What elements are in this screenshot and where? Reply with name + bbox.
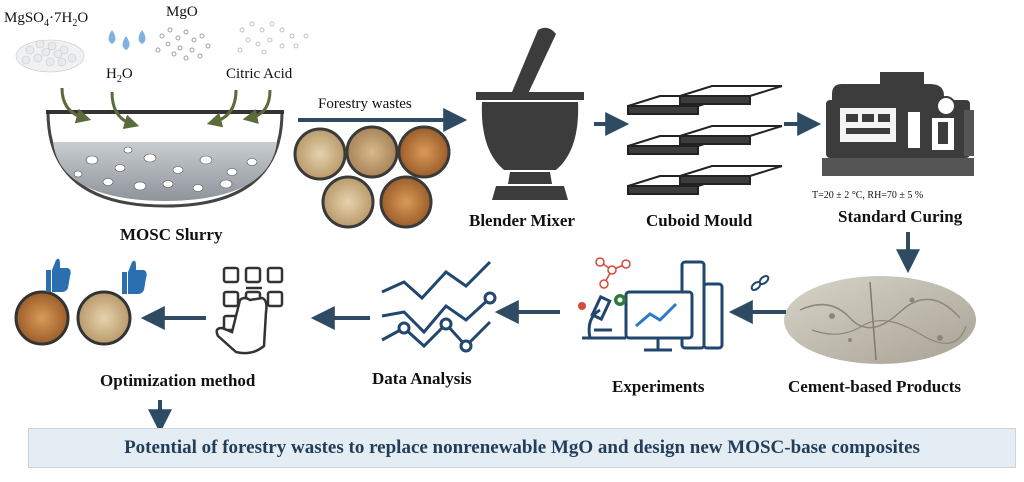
gear-icon [614, 294, 626, 306]
data-points [397, 291, 497, 353]
mgso4-label: MgSO4·7H2O [4, 10, 88, 29]
citric-acid-label: Citric Acid [226, 66, 293, 82]
citric-acid-powder-icon [237, 21, 309, 55]
molecule-icon [595, 257, 631, 289]
monitor-trend-icon [635, 302, 678, 328]
thumbs-up-icon [122, 260, 147, 294]
optimized-samples-icon [14, 290, 132, 346]
forestry-wastes-samples-icon [293, 125, 451, 229]
curing-conditions: T=20 ± 2 °C, RH=70 ± 5 % [812, 190, 923, 201]
data-analysis-icon [381, 260, 492, 349]
forestry-wastes-label: Forestry wastes [318, 96, 412, 112]
blender-label: Blender Mixer [469, 211, 575, 230]
curing-chamber-icon [822, 72, 974, 176]
blender-mixer-icon [476, 27, 584, 200]
mould-label: Cuboid Mould [646, 211, 753, 230]
mgo-label: MgO [166, 4, 198, 20]
experiments-label: Experiments [612, 377, 705, 396]
analysis-label: Data Analysis [372, 369, 472, 388]
experiments-icon [578, 257, 770, 352]
curing-label: Standard Curing [838, 207, 963, 226]
microscope-icon [582, 294, 626, 340]
slurry-bowl-icon [46, 110, 284, 208]
conclusion-banner: Potential of forestry wastes to replace … [28, 428, 1016, 468]
mosc-slurry-group: MgSO4·7H2O MgO H2O Citric Acid [4, 4, 309, 244]
cement-products-image [784, 276, 976, 364]
optimization-touch-icon [215, 266, 284, 355]
products-label: Cement-based Products [788, 377, 961, 396]
cuboid-mould-icon [627, 85, 783, 195]
chain-icon [750, 275, 770, 291]
slurry-label: MOSC Slurry [120, 225, 223, 244]
h2o-label: H2O [106, 66, 133, 85]
water-drops-icon [108, 30, 146, 50]
thumbs-up-icon [46, 258, 71, 292]
ingredient-arrows [60, 87, 272, 130]
optimization-label: Optimization method [100, 371, 256, 390]
mgso4-crystals-icon [15, 39, 85, 73]
mgo-powder-icon [155, 27, 211, 61]
